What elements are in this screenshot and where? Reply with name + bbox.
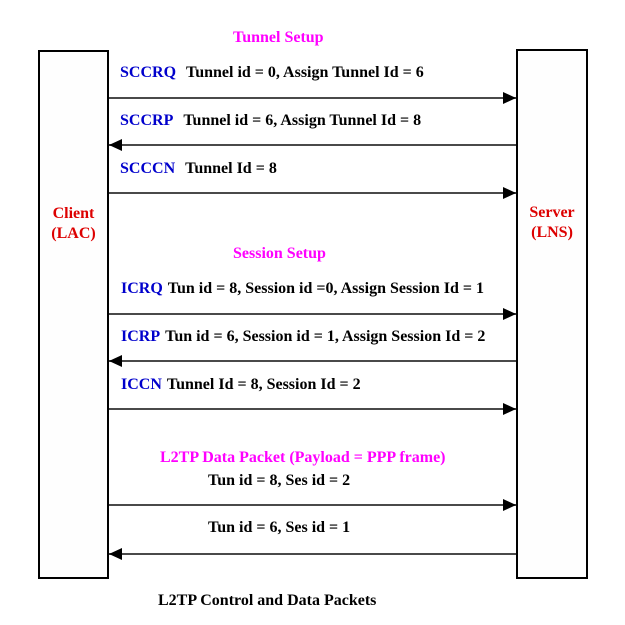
tunnel-setup-title: Tunnel Setup — [233, 29, 324, 46]
server-label-line1: Server — [529, 204, 575, 221]
message-scccn: SCCCN Tunnel Id = 8 — [120, 160, 277, 178]
arrowhead-right-icon — [503, 187, 516, 199]
client-label-line2: (LAC) — [51, 225, 96, 242]
server-box: Server (LNS) — [516, 49, 588, 579]
arrowhead-right-icon — [503, 92, 516, 104]
arrow-iccn-right — [109, 403, 516, 415]
diagram-caption: L2TP Control and Data Packets — [158, 592, 377, 609]
message-icrp-name: ICRP — [121, 328, 161, 345]
arrowhead-left-icon — [109, 355, 122, 367]
server-label: Server (LNS) — [518, 203, 586, 243]
message-sccrp: SCCRP Tunnel id = 6, Assign Tunnel Id = 8 — [120, 112, 421, 130]
session-setup-title: Session Setup — [233, 245, 326, 262]
data-packet-2-label: Tun id = 6, Ses id = 1 — [208, 519, 351, 536]
client-box: Client (LAC) — [38, 50, 109, 579]
message-sccrq: SCCRQ Tunnel id = 0, Assign Tunnel Id = 6 — [120, 64, 424, 82]
message-icrq-detail: Tun id = 8, Session id =0, Assign Sessio… — [167, 280, 485, 297]
arrowhead-right-icon — [503, 308, 516, 320]
arrowhead-left-icon — [109, 548, 122, 560]
message-icrq-name: ICRQ — [121, 280, 163, 297]
message-iccn-detail: Tunnel Id = 8, Session Id = 2 — [166, 376, 361, 393]
arrow-icrq-right — [109, 308, 516, 320]
data-packet-1-label: Tun id = 8, Ses id = 2 — [208, 472, 351, 489]
message-sccrp-detail: Tunnel id = 6, Assign Tunnel Id = 8 — [183, 112, 422, 129]
arrowhead-left-icon — [109, 139, 122, 151]
arrow-scccn-right — [109, 187, 516, 199]
arrowhead-right-icon — [503, 499, 516, 511]
message-sccrq-detail: Tunnel id = 0, Assign Tunnel Id = 6 — [186, 64, 424, 81]
client-label-line1: Client — [52, 205, 95, 222]
arrow-icrp-left — [109, 355, 516, 367]
message-icrp-detail: Tun id = 6, Session id = 1, Assign Sessi… — [165, 328, 486, 345]
message-scccn-name: SCCCN — [120, 160, 176, 177]
client-label: Client (LAC) — [40, 204, 107, 244]
arrow-sccrq-right — [109, 92, 516, 104]
message-sccrq-name: SCCRQ — [120, 64, 177, 81]
message-scccn-detail: Tunnel Id = 8 — [185, 160, 277, 177]
message-iccn-name: ICCN — [121, 376, 162, 393]
arrowhead-right-icon — [503, 403, 516, 415]
message-sccrp-name: SCCRP — [120, 112, 174, 129]
arrow-sccrp-left — [109, 139, 516, 151]
arrow-data-right — [109, 499, 516, 511]
server-label-line2: (LNS) — [531, 224, 573, 241]
arrow-data-left — [109, 548, 516, 560]
data-packet-title: L2TP Data Packet (Payload = PPP frame) — [160, 449, 446, 466]
